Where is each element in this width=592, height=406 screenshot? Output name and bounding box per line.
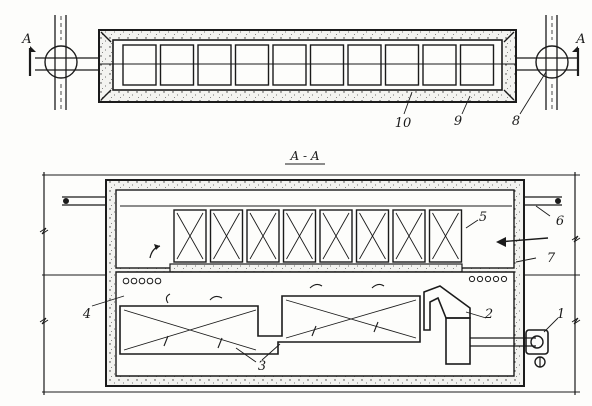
pipe xyxy=(492,275,500,283)
section-mark-left: A xyxy=(21,32,36,76)
label-8: 8 xyxy=(512,114,520,129)
leader-4 xyxy=(91,295,125,307)
pipe xyxy=(138,277,146,285)
partition-slab xyxy=(169,263,463,273)
fan-housing xyxy=(423,285,471,331)
label-9: 9 xyxy=(454,114,462,129)
pipe xyxy=(476,275,484,283)
plan-view: A A 10 9 8 xyxy=(21,15,586,131)
stack-cross xyxy=(213,212,240,260)
section-view: A - A xyxy=(39,149,581,395)
plan-stack xyxy=(384,44,420,86)
leader-3 xyxy=(235,343,281,363)
motor xyxy=(525,329,549,368)
section-mark-right: A xyxy=(572,32,586,76)
stack-box xyxy=(173,209,207,263)
leader-8 xyxy=(519,71,547,115)
plan-stack xyxy=(347,44,382,86)
plan-stack xyxy=(459,44,495,86)
break-marks xyxy=(39,227,581,325)
leader-5 xyxy=(465,219,479,229)
stack-cross xyxy=(432,212,459,260)
section-mark-left-text: A xyxy=(21,32,31,47)
product-stack xyxy=(355,209,390,263)
stack-cross xyxy=(286,212,313,260)
stack-box xyxy=(392,209,426,263)
label-7: 7 xyxy=(547,251,556,266)
leader-9 xyxy=(461,95,471,115)
stack-box xyxy=(282,209,317,263)
stack-cross xyxy=(176,212,204,260)
section-title: A - A xyxy=(289,149,319,163)
heating-pipes-right xyxy=(468,275,508,283)
plan-stack xyxy=(272,44,307,86)
label-5: 5 xyxy=(479,210,487,225)
leader-2 xyxy=(465,311,487,319)
leader-10 xyxy=(403,91,413,115)
product-stack xyxy=(392,209,426,263)
stack-cross xyxy=(249,212,277,260)
label-2: 2 xyxy=(484,307,493,322)
stack-cross xyxy=(395,212,423,260)
plan-stack xyxy=(309,44,345,86)
plan-stack xyxy=(422,44,457,86)
leader-7 xyxy=(515,257,537,263)
label-6: 6 xyxy=(556,214,564,229)
label-4: 4 xyxy=(82,307,91,322)
stack-box xyxy=(246,209,280,263)
rail-end xyxy=(63,198,69,204)
pipe xyxy=(468,275,476,283)
label-1: 1 xyxy=(557,307,565,322)
product-stack xyxy=(282,209,317,263)
lower-chamber xyxy=(115,271,515,377)
product-stack xyxy=(246,209,280,263)
plan-stack xyxy=(159,44,195,86)
duct-cross-right xyxy=(285,299,417,339)
plan-stack xyxy=(122,44,157,86)
stack-box xyxy=(355,209,390,263)
plan-chamber xyxy=(112,39,503,91)
plan-product-stacks xyxy=(122,44,495,86)
stack-box xyxy=(428,209,463,263)
pipe xyxy=(122,277,130,285)
plan-stack xyxy=(234,44,270,86)
pipe xyxy=(484,275,492,283)
plan-corner-braces xyxy=(100,31,515,101)
airflow-arrows xyxy=(149,237,549,349)
label-10: 10 xyxy=(395,116,412,131)
heating-pipes-left xyxy=(122,277,162,285)
leader-6 xyxy=(535,205,551,217)
pipe xyxy=(146,277,154,285)
product-stack xyxy=(428,209,463,263)
air-duct xyxy=(119,295,421,355)
product-stack xyxy=(319,209,353,263)
stack-cross xyxy=(359,212,386,260)
right-bearing xyxy=(535,15,569,110)
product-stack xyxy=(173,209,207,263)
stack-box xyxy=(319,209,353,263)
pipe xyxy=(130,277,138,285)
stack-cross xyxy=(322,212,350,260)
left-bearing xyxy=(44,15,78,110)
section-product-stacks xyxy=(173,209,463,263)
pipe xyxy=(154,277,162,285)
label-3: 3 xyxy=(258,359,266,374)
rail-end xyxy=(555,198,561,204)
product-stack xyxy=(209,209,244,263)
stack-box xyxy=(209,209,244,263)
plan-stack xyxy=(197,44,232,86)
section-mark-right-text: A xyxy=(575,32,585,47)
duct-cross-left xyxy=(123,309,257,351)
pipe xyxy=(500,275,508,283)
fan-casing xyxy=(445,317,471,365)
leader-1 xyxy=(543,317,559,333)
